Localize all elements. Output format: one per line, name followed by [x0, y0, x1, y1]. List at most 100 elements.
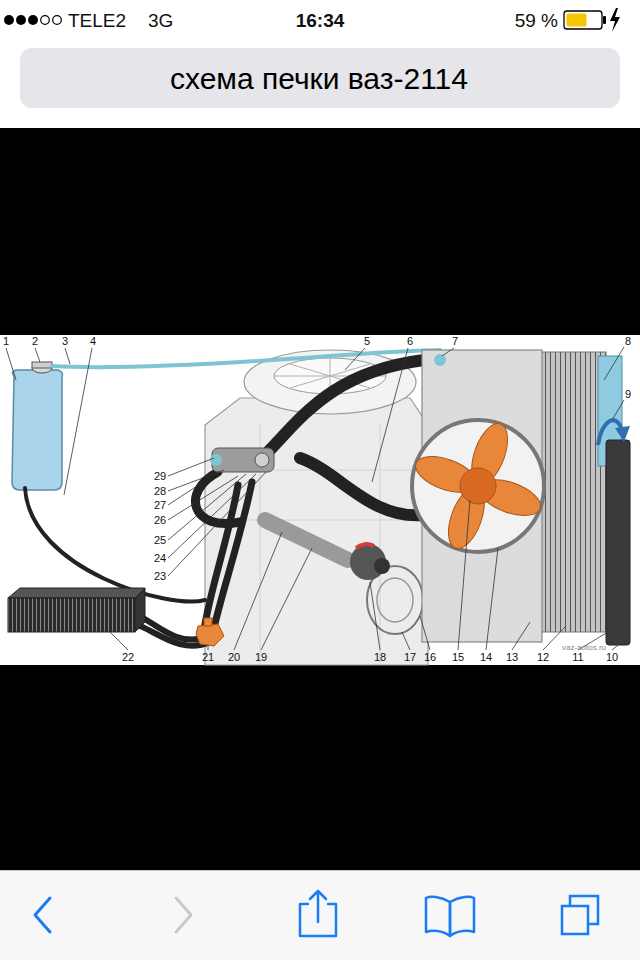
leader-lines	[612, 642, 622, 650]
leader-lines	[458, 500, 470, 650]
leader-lines	[168, 470, 224, 491]
heater-core	[8, 588, 145, 632]
callout-number: 26	[154, 515, 166, 526]
leader-lines	[512, 622, 530, 650]
tabs-icon	[562, 906, 588, 934]
toolbar-border	[0, 870, 640, 871]
heater-tap	[196, 618, 224, 646]
leader-lines	[6, 348, 16, 380]
radiator	[540, 352, 606, 632]
callout-number: 25	[154, 535, 166, 546]
leader-lines	[168, 474, 256, 558]
hoses	[300, 458, 424, 515]
leader-lines	[168, 484, 200, 505]
callout-number: 8	[625, 336, 631, 347]
callout-number: 3	[62, 336, 68, 347]
forward-icon	[176, 898, 191, 932]
back-icon	[35, 898, 50, 932]
leader-lines	[402, 632, 410, 650]
share-icon	[300, 891, 336, 936]
bookmarks-icon	[450, 897, 474, 936]
leader-lines	[65, 348, 70, 364]
image-ground	[0, 335, 640, 665]
battery-icon	[564, 11, 602, 29]
callout-number: 22	[122, 652, 134, 663]
callout-number: 28	[154, 486, 166, 497]
heater-tap	[196, 624, 224, 646]
forward-icon	[176, 898, 191, 932]
signal-dots	[41, 16, 50, 25]
callout-number: 29	[154, 471, 166, 482]
battery-icon	[564, 8, 620, 32]
battery-level: 59 %	[515, 11, 558, 30]
radiator	[434, 354, 446, 366]
leader-lines	[110, 632, 128, 650]
leader-lines	[168, 472, 266, 576]
leader-lines	[261, 548, 312, 650]
bookmarks-icon	[426, 897, 450, 936]
leader-lines	[486, 548, 498, 650]
leader-lines	[6, 347, 624, 650]
tabs-icon	[562, 896, 598, 934]
pump-housing	[265, 520, 348, 560]
thermostat	[210, 448, 274, 472]
battery-icon	[567, 14, 587, 27]
leader-lines	[345, 348, 365, 370]
callout-number: 19	[255, 652, 267, 663]
callout-number: 11	[572, 652, 583, 663]
callout-number: 24	[154, 553, 166, 564]
engine-block	[205, 398, 428, 665]
leader-lines	[168, 474, 246, 540]
callout-number: 2	[32, 336, 38, 347]
callout-number: 16	[424, 652, 436, 663]
callout-number: 6	[407, 336, 413, 347]
callout-number: 13	[506, 652, 518, 663]
flow-arrow	[615, 426, 630, 442]
leader-lines	[168, 458, 214, 476]
leader-lines	[370, 582, 380, 650]
expansion-tank	[32, 363, 52, 373]
leader-lines	[208, 646, 209, 650]
callout-number: 20	[228, 652, 240, 663]
leader-lines	[35, 348, 40, 362]
callout-number: 27	[154, 500, 166, 511]
expansion-tank	[12, 370, 63, 490]
bookmarks-icon	[426, 897, 474, 936]
thermostat	[210, 454, 222, 466]
signal-dots	[16, 15, 26, 25]
leader-lines	[612, 400, 624, 420]
signal-dots	[53, 16, 62, 25]
carrier-name: TELE2	[68, 11, 126, 30]
pump-housing	[356, 544, 374, 548]
callout-number: 17	[404, 652, 416, 663]
callout-number: 15	[452, 652, 464, 663]
flow-arrow	[598, 420, 630, 445]
callout-number: 14	[480, 652, 492, 663]
callout-number: 7	[452, 336, 458, 347]
pump-housing	[265, 520, 390, 580]
signal-dots	[4, 15, 14, 25]
search-query: схема печки ваз-2114	[170, 62, 468, 95]
callout-number: 23	[154, 571, 166, 582]
hoses	[265, 360, 424, 455]
callout-number: 9	[625, 389, 631, 400]
hoses	[25, 488, 205, 602]
callout-number: 18	[374, 652, 386, 663]
heater-core	[135, 588, 145, 632]
toolbar-ground	[0, 870, 640, 960]
leader-lines	[234, 532, 282, 650]
leader-lines	[604, 347, 624, 380]
callout-number: 5	[364, 336, 370, 347]
callout-number: 21	[202, 652, 214, 663]
callout-number: 1	[3, 336, 9, 347]
search-field: схема печки ваз-2114	[20, 48, 620, 108]
black-band	[0, 128, 640, 335]
expansion-tank	[32, 362, 52, 368]
leader-lines	[442, 348, 454, 356]
pulley	[377, 578, 413, 622]
leader-lines	[372, 348, 408, 482]
callout-number: 4	[90, 336, 96, 347]
callout-number: 10	[606, 652, 618, 663]
